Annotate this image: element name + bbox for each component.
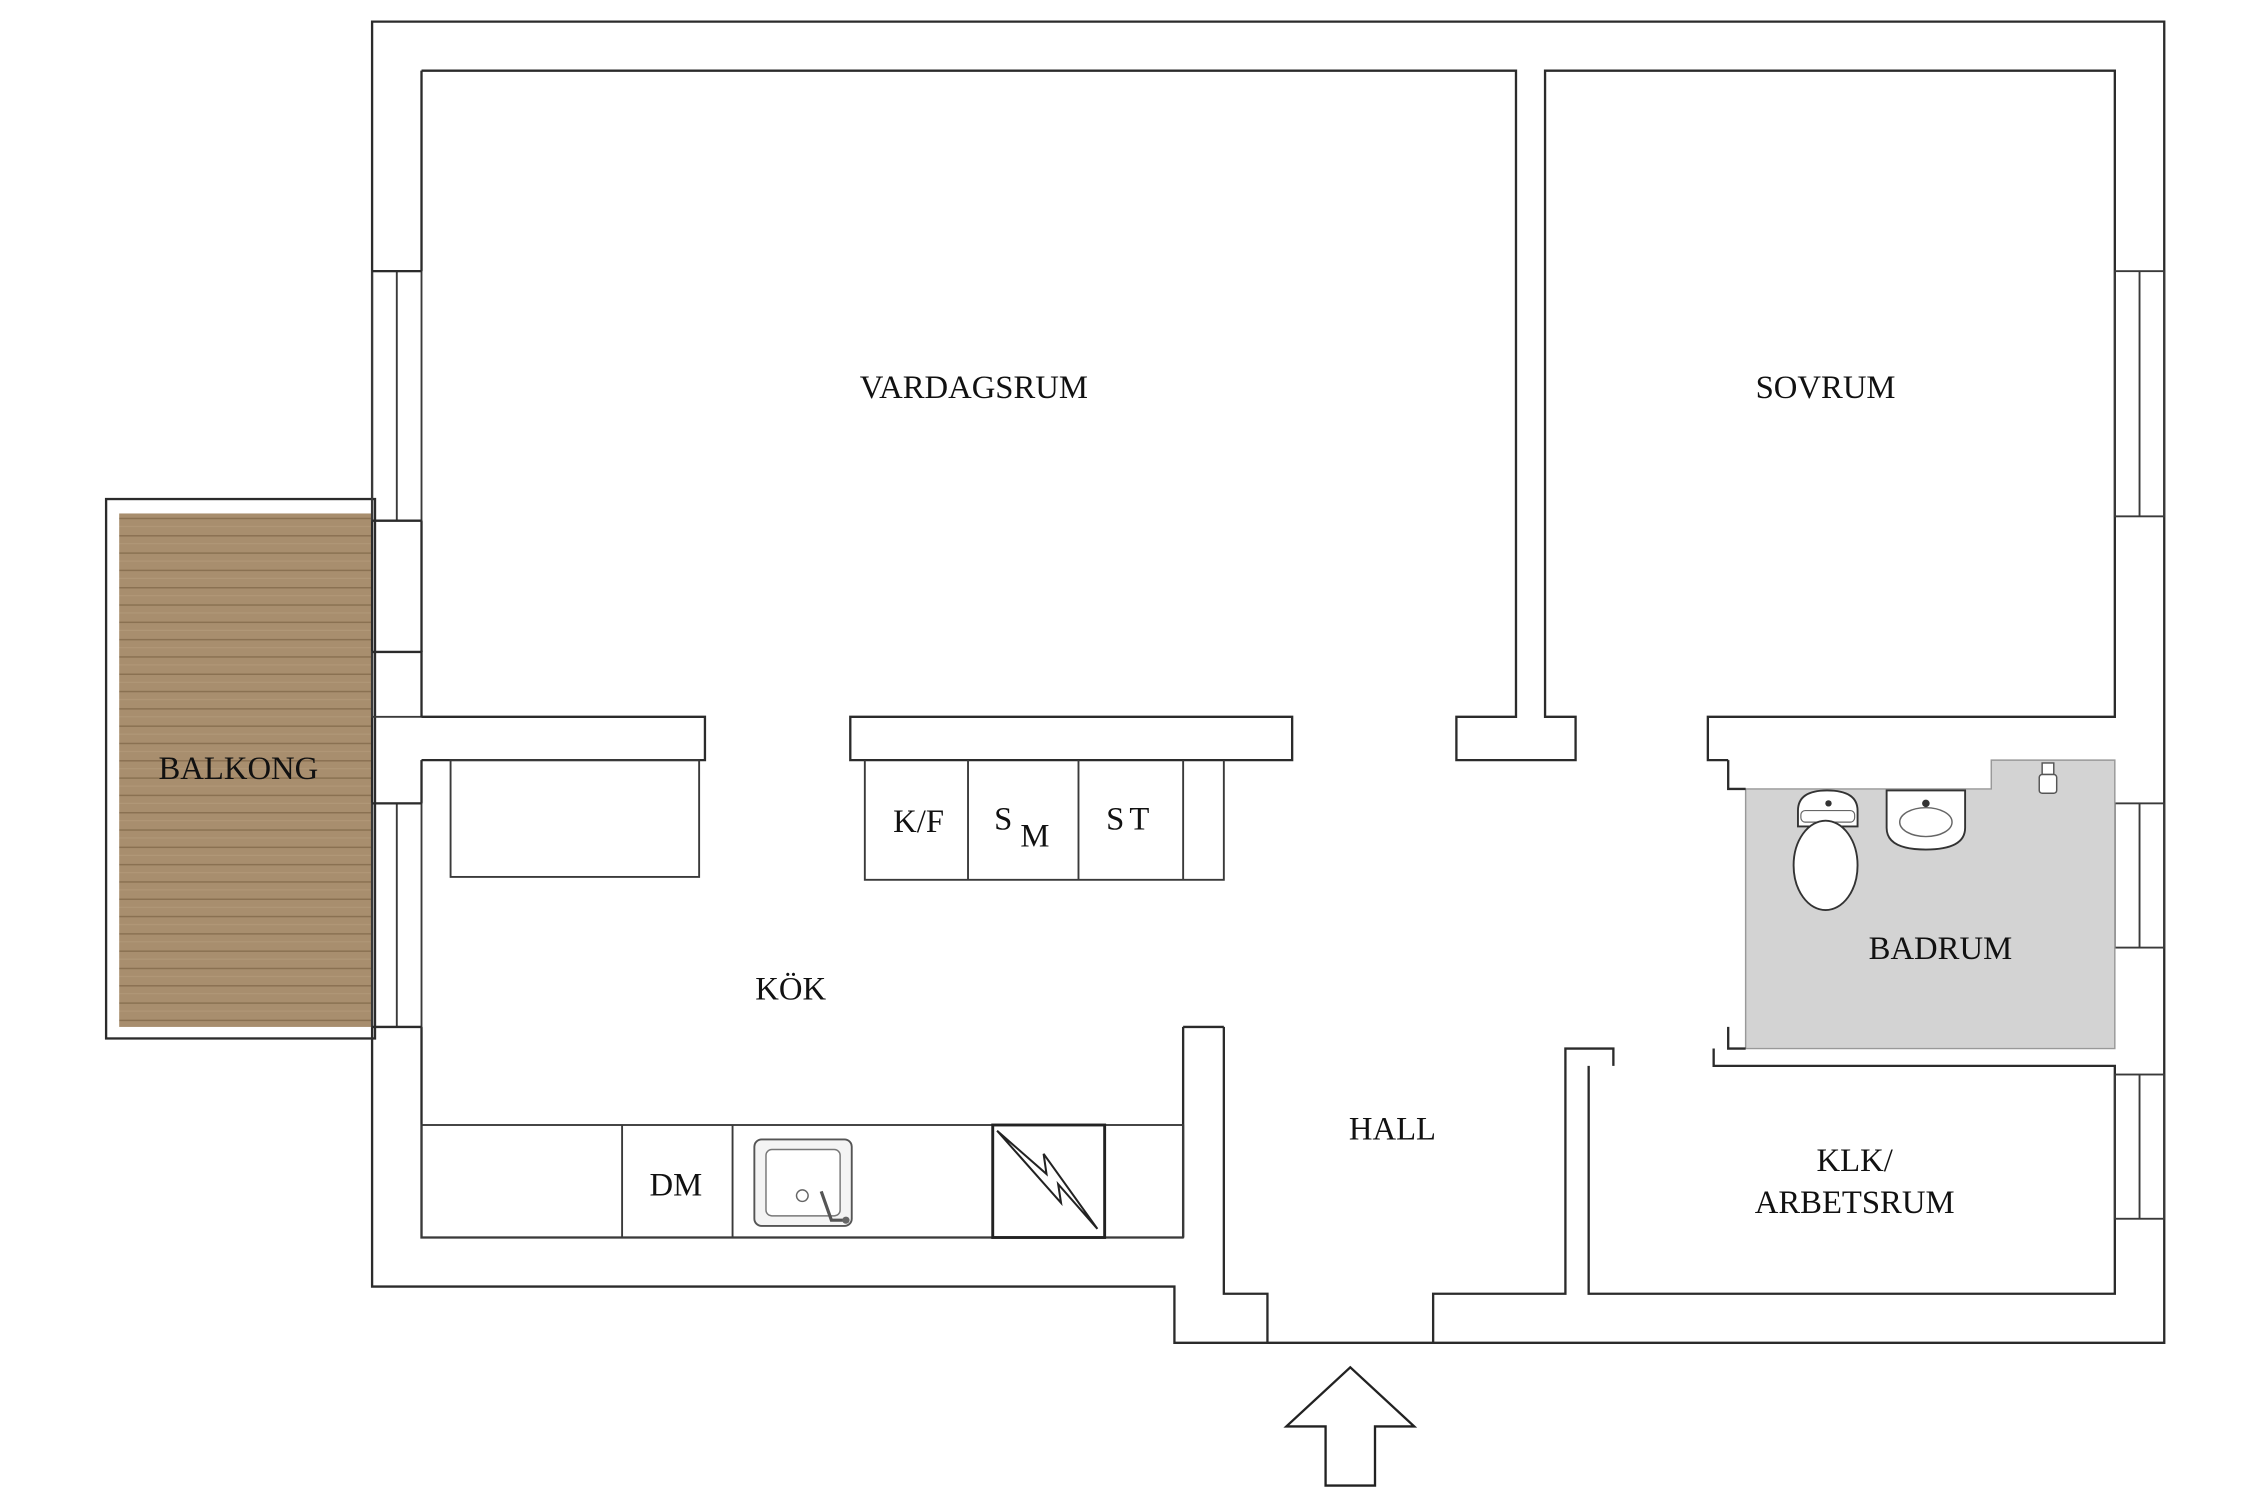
- fixture-label-microwave-s: S: [994, 801, 1012, 837]
- toilet-icon: [1792, 789, 1859, 912]
- balcony-decking: [119, 513, 373, 1027]
- wall-fixture-icon: [2038, 762, 2058, 794]
- room-label-living-room: VARDAGSRUM: [860, 370, 1088, 406]
- windows: [371, 270, 2166, 1220]
- balcony: [104, 497, 377, 1040]
- kitchen-island: [449, 715, 1294, 881]
- kitchen-bench: [449, 759, 701, 878]
- stove-icon: [991, 1123, 1107, 1239]
- room-label-bathroom: BADRUM: [1869, 931, 2013, 967]
- room-label-bedroom: SOVRUM: [1756, 370, 1896, 406]
- fixture-label-st-s: S: [1106, 801, 1124, 837]
- room-label-study-line1: KLK/: [1817, 1143, 1894, 1179]
- room-label-balcony: BALKONG: [158, 751, 318, 787]
- room-label-hall: HALL: [1349, 1112, 1436, 1148]
- fixture-label-microwave-m: M: [1020, 819, 1049, 855]
- kitchen-sink-icon: [753, 1138, 853, 1227]
- room-label-kitchen: KÖK: [755, 972, 826, 1008]
- kitchen-counter: [420, 1123, 1185, 1239]
- outer-walls: [370, 20, 2166, 1344]
- washbasin-icon: [1885, 789, 1967, 851]
- fixture-label-st-t: T: [1129, 801, 1149, 837]
- bathroom: [1727, 759, 2116, 1050]
- fixture-label-dishwasher: DM: [650, 1168, 703, 1204]
- fixture-label-fridge-freezer: K/F: [893, 804, 944, 840]
- hall-walls: [1181, 1025, 1224, 1238]
- room-label-study-line2: ARBETSRUM: [1755, 1185, 1955, 1221]
- entrance-arrow-icon: [1283, 1365, 1418, 1487]
